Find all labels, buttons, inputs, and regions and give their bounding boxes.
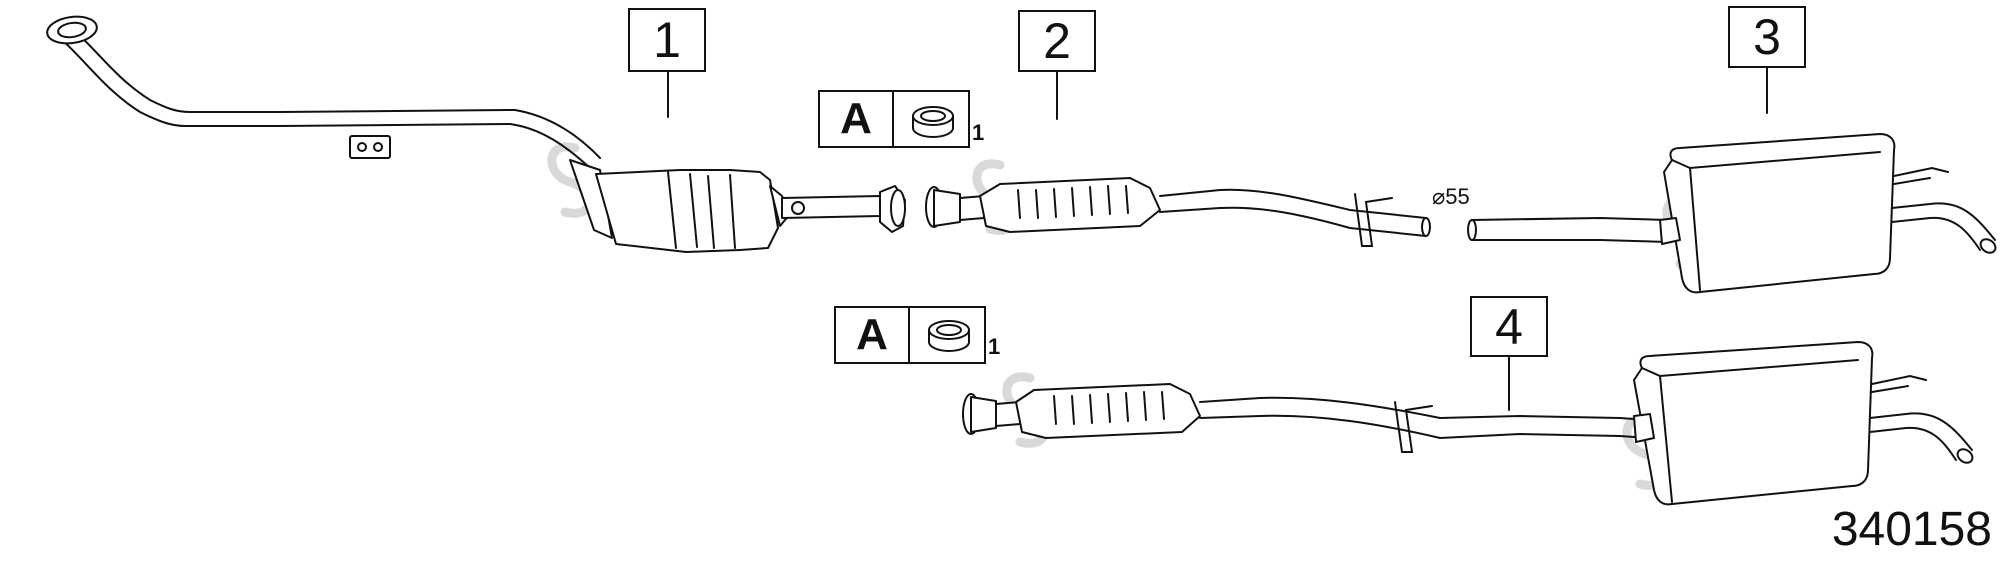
- reference-letter-2: A: [836, 308, 911, 362]
- part-2-center-pipe: [925, 177, 1431, 247]
- callout-2-label: 2: [1043, 13, 1071, 69]
- reference-gasket-cell-2: [910, 308, 984, 362]
- diagram-code: 340158: [1831, 503, 1992, 556]
- callout-4-label: 4: [1495, 298, 1523, 355]
- reference-quantity-2: 1: [988, 334, 1001, 359]
- pipe-diameter-label: ⌀55: [1432, 184, 1470, 209]
- reference-letter: A: [820, 92, 895, 146]
- callout-1-label: 1: [653, 12, 681, 68]
- callout-4: 4: [1470, 296, 1548, 357]
- part-4-rear-section-assembly: [962, 341, 1974, 506]
- reference-box-a-1: A: [818, 90, 970, 148]
- gasket-ring-icon-2: [928, 320, 970, 352]
- callout-3-label: 3: [1753, 9, 1781, 65]
- callout-2: 2: [1018, 10, 1096, 72]
- callout-1: 1: [628, 8, 706, 72]
- callout-3: 3: [1728, 6, 1806, 68]
- part-1-front-pipe-catalyst: [46, 15, 906, 253]
- gasket-ring-icon: [912, 106, 954, 138]
- reference-gasket-cell: [894, 92, 968, 146]
- reference-quantity: 1: [972, 120, 985, 145]
- part-3-rear-muffler: [1467, 133, 1997, 294]
- reference-box-a-2: A: [834, 306, 986, 364]
